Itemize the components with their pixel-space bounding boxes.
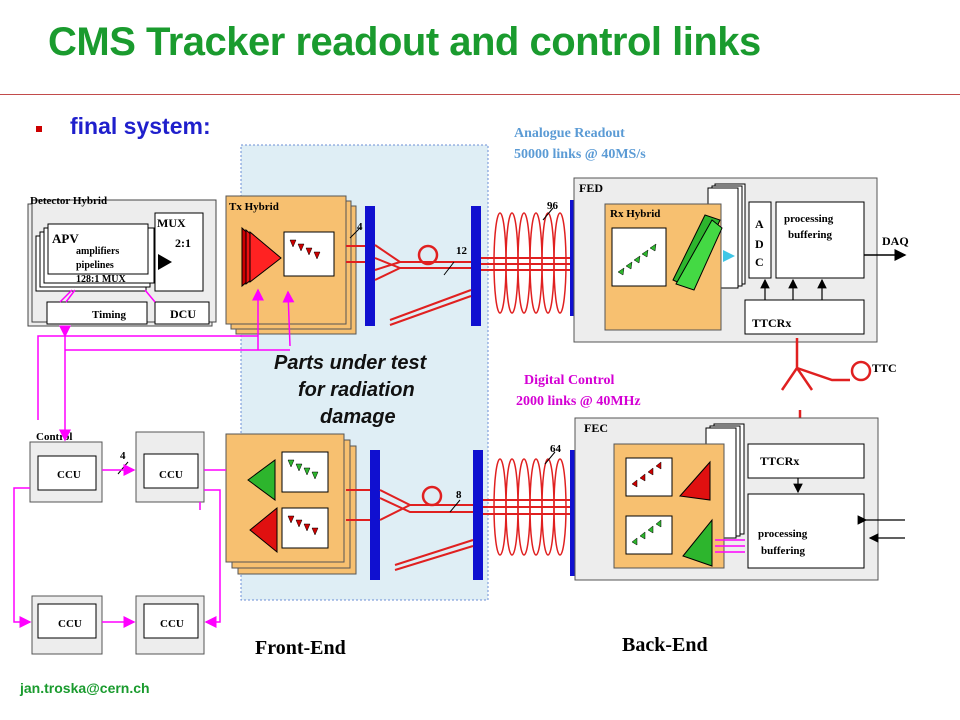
control-bundle-count: 64 [550,443,562,455]
apv-amplifiers-label: amplifiers [76,246,119,257]
fed-processing-box [775,201,865,279]
fec-board: FEC TTCRx [574,417,905,581]
control-hybrids [225,433,357,575]
title-divider [0,94,960,95]
fec-label: FEC [584,421,608,435]
timing-box [46,301,148,325]
control-bundle-icon [493,458,567,556]
rx-hybrid-label: Rx Hybrid [610,208,660,220]
fed-buffering-label: buffering [788,229,833,241]
ccu-label-2: CCU [159,469,183,481]
transmitter-icon [249,506,278,554]
section-subtitle: final system: [70,113,211,139]
control-wiring [13,325,290,628]
radiation-callout-arrows [252,288,295,350]
daq-output: DAQ [864,234,909,261]
fec-buffering-label: buffering [761,545,806,557]
radiation-note-line1: Parts under test [274,352,428,374]
adc-letter-d: D [755,237,764,251]
ccu-label-1: CCU [57,469,81,481]
detector-hybrid: Detector Hybrid APV amplifiers pipelines… [27,195,217,327]
front-end-label: Front-End [255,637,346,659]
fed-board: FED Rx Hybrid A D C processing bufferin [573,177,878,343]
digital-control-rate: 2000 links @ 40MHz [516,394,641,409]
digital-control-title: Digital Control [524,373,614,388]
apv-pipelines-label: pipelines [76,260,114,271]
apv-chip-stack [35,223,155,292]
readout-fibres [346,244,610,326]
detector-hybrid-label: Detector Hybrid [30,195,107,207]
page-title: CMS Tracker readout and control links [48,20,761,64]
apv-mux-label: 128:1 MUX [76,274,126,285]
fed-ttcrx-label: TTCRx [752,316,791,330]
control-fibres [346,485,570,571]
readout-bundle-icon [493,212,567,314]
daq-label: DAQ [882,234,909,248]
control-ccu-area: Control CCU CCU CCU CCU [29,431,205,655]
fed-ttcrx-box [744,299,865,335]
dcu-label: DCU [170,307,196,321]
ccu-label-4: CCU [160,618,184,630]
fec-ttcrx-box [747,443,865,479]
fec-laser-icon [679,460,711,501]
timing-label: Timing [92,309,127,321]
back-end-label: Back-End [622,634,708,656]
dcu-box [154,301,210,325]
receiver-icon [247,459,276,501]
readout-bundle-count: 96 [547,200,559,212]
mux-triangle-icon [158,254,172,270]
fec-processing-label: processing [758,528,808,540]
ccu-bus-count: 4 [120,450,126,462]
radiation-note-line2: for radiation [298,379,415,401]
fec-ttcrx-label: TTCRx [760,454,799,468]
fec-processing-box [747,493,865,569]
fed-label: FED [579,181,603,195]
adc-box [748,201,772,279]
fec-receiver-icon [682,518,713,567]
adc-letter-c: C [755,255,764,269]
control-label: Control [36,431,72,443]
ccu-label-3: CCU [58,618,82,630]
analogue-readout-rate: 50000 links @ 40MS/s [514,147,646,162]
tx-hybrid: Tx Hybrid [225,195,357,335]
adc-letter-a: A [755,217,764,231]
analogue-readout-title: Analogue Readout [514,126,625,141]
fed-processing-label: processing [784,213,834,225]
ttc-label: TTC [872,361,897,375]
tx-hybrid-label: Tx Hybrid [229,201,279,213]
bullet-icon [36,126,42,132]
mux-ratio-label: 2:1 [175,236,191,250]
readout-ribbon-count: 12 [456,245,468,257]
mux-box [154,212,204,292]
author-email[interactable]: jan.troska@cern.ch [20,680,150,696]
tx-fibre-count: 4 [357,221,363,233]
apv-label: APV [52,231,79,246]
control-ribbon-count: 8 [456,489,462,501]
mux-label: MUX [157,216,186,230]
radiation-note-line3: damage [320,406,396,428]
